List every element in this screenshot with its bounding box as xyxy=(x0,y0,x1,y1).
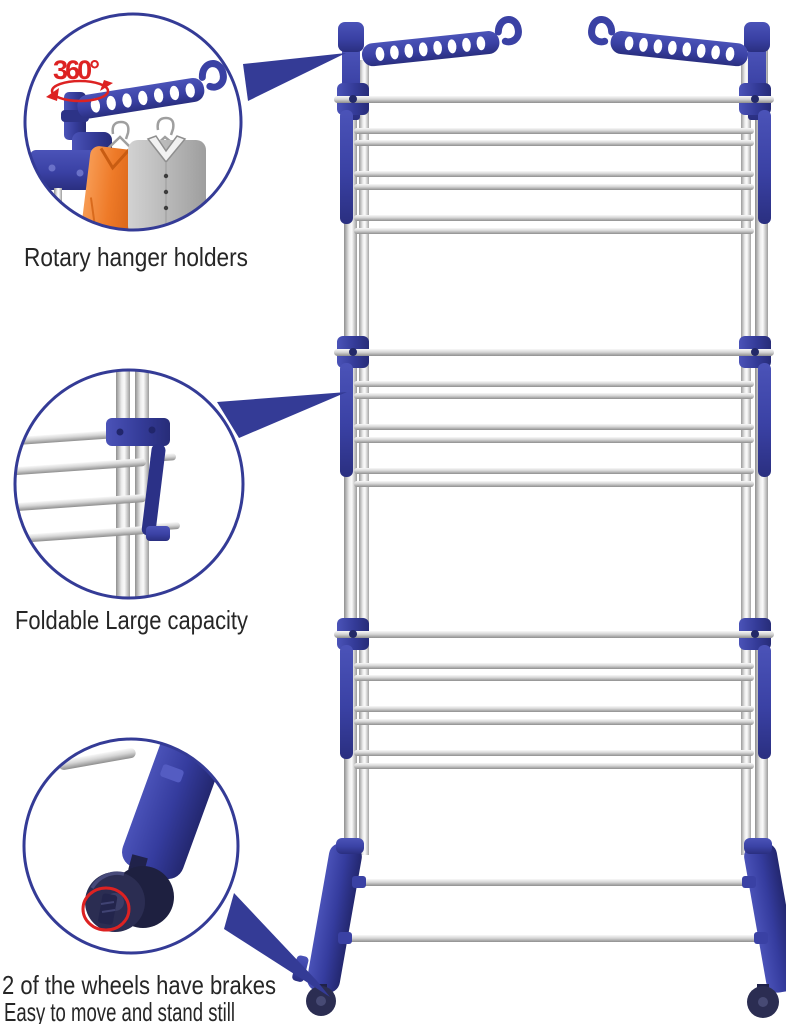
top-corner-posts xyxy=(338,22,770,120)
rod xyxy=(354,750,754,756)
rod xyxy=(354,184,754,190)
rod xyxy=(354,228,754,234)
hanger-arm-left xyxy=(361,16,522,67)
rod xyxy=(354,706,754,712)
caster-wheels xyxy=(306,984,779,1018)
rod xyxy=(354,719,754,725)
drying-tier-1 xyxy=(334,83,774,234)
rod xyxy=(354,763,754,769)
rack-base xyxy=(292,838,786,1018)
brake-lever xyxy=(98,893,118,925)
rod xyxy=(354,424,754,430)
rod xyxy=(334,96,774,103)
orange-shirt xyxy=(81,146,140,230)
rod xyxy=(346,935,760,942)
rod xyxy=(354,215,754,221)
brake-highlight-circle xyxy=(81,886,131,932)
callout-circle-rotary xyxy=(23,12,243,232)
connector-foldable xyxy=(217,392,347,438)
rod xyxy=(354,481,754,487)
rod xyxy=(354,675,754,681)
rod xyxy=(354,663,754,669)
callout-labels: Rotary hanger holders Foldable Large cap… xyxy=(2,242,276,1024)
rotation-arrow-icon xyxy=(50,79,110,103)
drying-rack xyxy=(292,16,786,1018)
gray-shirt xyxy=(128,135,206,230)
rod xyxy=(358,879,748,886)
base-foot-right xyxy=(744,842,786,993)
label-wheels-line2: Easy to move and stand still xyxy=(4,997,235,1024)
callout-wheel-brake xyxy=(22,737,240,955)
callout-circle-foldable xyxy=(13,368,245,600)
rod xyxy=(354,437,754,443)
hanger-arm-right xyxy=(588,16,749,67)
base-foot-left xyxy=(307,843,362,993)
drying-tier-2 xyxy=(334,336,774,487)
connector-wheels xyxy=(224,893,330,997)
callout-foldable xyxy=(13,368,245,600)
rotation-360-annotation: 360° xyxy=(46,55,113,103)
rod xyxy=(354,381,754,387)
caster-wheel-detail xyxy=(81,854,174,932)
rod xyxy=(354,128,754,134)
label-foldable: Foldable Large capacity xyxy=(15,605,248,635)
callout-connectors xyxy=(217,53,347,997)
rod xyxy=(334,631,774,638)
rotary-arm xyxy=(77,60,227,119)
fold-bracket xyxy=(106,418,170,541)
hanger-arm-holes xyxy=(375,36,486,61)
rod xyxy=(354,393,754,399)
rod xyxy=(354,140,754,146)
rod xyxy=(354,171,754,177)
label-wheels-line1: 2 of the wheels have brakes xyxy=(2,970,276,1000)
callout-rotary-hanger: 360° xyxy=(23,12,243,232)
label-rotary-hanger: Rotary hanger holders xyxy=(24,242,248,272)
rod xyxy=(334,349,774,356)
callout-circle-wheels xyxy=(22,737,240,955)
vertical-poles xyxy=(344,46,768,858)
connector-rotary xyxy=(243,53,346,101)
drying-tier-3 xyxy=(334,618,774,769)
rod xyxy=(354,468,754,474)
